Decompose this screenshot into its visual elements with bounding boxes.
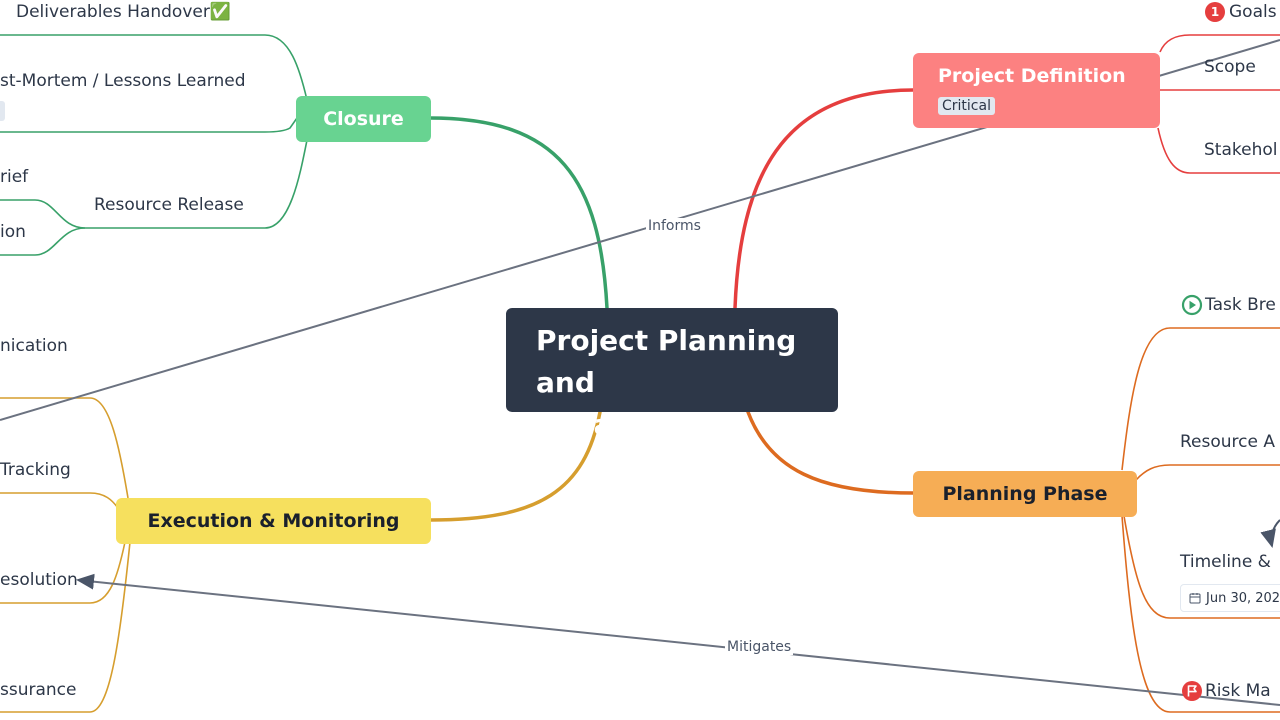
- priority-1-icon: 1: [1205, 2, 1225, 22]
- lessons-tag-fragment: [0, 101, 5, 121]
- root-title-line1: Project Planning: [536, 324, 797, 357]
- link-risk: [1121, 515, 1280, 713]
- resource-allocation-label: Resource A: [1180, 432, 1275, 452]
- relation-line-mitigates: [76, 573, 1280, 706]
- quality-assurance-label: ssurance: [0, 680, 77, 700]
- due-date-label: Jun 30, 2026: [1206, 590, 1280, 606]
- branch-link-closure: [428, 116, 609, 310]
- root-node[interactable]: Project Planning and Organization: [506, 308, 838, 441]
- closure-node[interactable]: Closure: [296, 96, 431, 142]
- brief-label: rief: [0, 167, 29, 187]
- project-definition-node[interactable]: Project Definition Critical: [913, 53, 1160, 128]
- timeline-node[interactable]: Timeline &: [1180, 552, 1271, 572]
- closure-label: Closure: [323, 108, 404, 130]
- scope-node[interactable]: Scope: [1204, 57, 1256, 77]
- tracking-node[interactable]: Tracking: [0, 460, 71, 480]
- branch-link-execution: [429, 410, 602, 522]
- relation-curve-timeline: [1260, 519, 1280, 548]
- planning-phase-node[interactable]: Planning Phase: [913, 471, 1137, 517]
- resource-release-label: Resource Release: [94, 195, 244, 215]
- link-goals: [1159, 34, 1280, 53]
- timeline-label: Timeline &: [1180, 552, 1271, 572]
- ion-node[interactable]: ion: [0, 222, 26, 242]
- risk-management-node[interactable]: Risk Ma: [1181, 680, 1271, 702]
- link-resolution: [0, 541, 126, 604]
- link-communication: [0, 397, 129, 499]
- stakeholders-node[interactable]: Stakehol: [1204, 140, 1277, 160]
- lessons-learned-label: st-Mortem / Lessons Learned: [0, 71, 246, 91]
- calendar-icon: [1189, 593, 1201, 604]
- lessons-learned-node[interactable]: st-Mortem / Lessons Learned: [0, 71, 245, 91]
- issue-resolution-node[interactable]: esolution: [0, 570, 78, 590]
- due-date-chip[interactable]: Jun 30, 2026: [1180, 584, 1280, 612]
- link-stakeholders: [1157, 127, 1280, 174]
- relation-label-informs: Informs: [646, 218, 703, 234]
- brief-node[interactable]: rief: [0, 167, 28, 187]
- link-assurance: [0, 541, 131, 713]
- link-handover: [0, 34, 308, 101]
- tracking-label: Tracking: [0, 460, 71, 480]
- link-lessons: [0, 117, 298, 133]
- execution-monitoring-label: Execution & Monitoring: [147, 510, 400, 532]
- link-timeline: [1123, 515, 1280, 619]
- link-brief: [0, 199, 86, 229]
- play-icon: [1181, 294, 1203, 316]
- task-breakdown-label: Task Bre: [1205, 295, 1276, 315]
- issue-resolution-label: esolution: [0, 570, 78, 590]
- link-release: [85, 139, 308, 229]
- project-definition-label: Project Definition: [938, 65, 1126, 87]
- link-resources: [1135, 464, 1280, 481]
- critical-tag: Critical: [938, 97, 995, 115]
- task-breakdown-node[interactable]: Task Bre: [1181, 294, 1276, 316]
- stakeholders-label: Stakehol: [1204, 140, 1278, 160]
- deliverables-handover-node[interactable]: Deliverables Handover✅: [16, 2, 231, 22]
- planning-phase-label: Planning Phase: [942, 483, 1108, 505]
- scope-label: Scope: [1204, 57, 1256, 77]
- link-ion: [0, 227, 86, 256]
- goals-label: Goals: [1229, 2, 1277, 22]
- ion-label: ion: [0, 222, 26, 242]
- resource-release-node[interactable]: Resource Release: [94, 195, 244, 215]
- branch-link-definition: [733, 88, 915, 310]
- link-tracking: [0, 492, 119, 509]
- relation-label-mitigates: Mitigates: [725, 639, 794, 655]
- quality-assurance-node[interactable]: ssurance: [0, 680, 76, 700]
- communication-node[interactable]: nication: [0, 336, 68, 356]
- root-title-line2: and Organization: [536, 366, 740, 441]
- risk-management-label: Risk Ma: [1205, 681, 1271, 701]
- branch-link-planning: [746, 410, 915, 495]
- flag-icon: [1182, 681, 1202, 701]
- resource-allocation-node[interactable]: Resource A: [1180, 432, 1275, 452]
- communication-label: nication: [0, 336, 68, 356]
- execution-monitoring-node[interactable]: Execution & Monitoring: [116, 498, 431, 544]
- link-tasks: [1121, 327, 1280, 471]
- deliverables-handover-label: Deliverables Handover✅: [16, 2, 231, 22]
